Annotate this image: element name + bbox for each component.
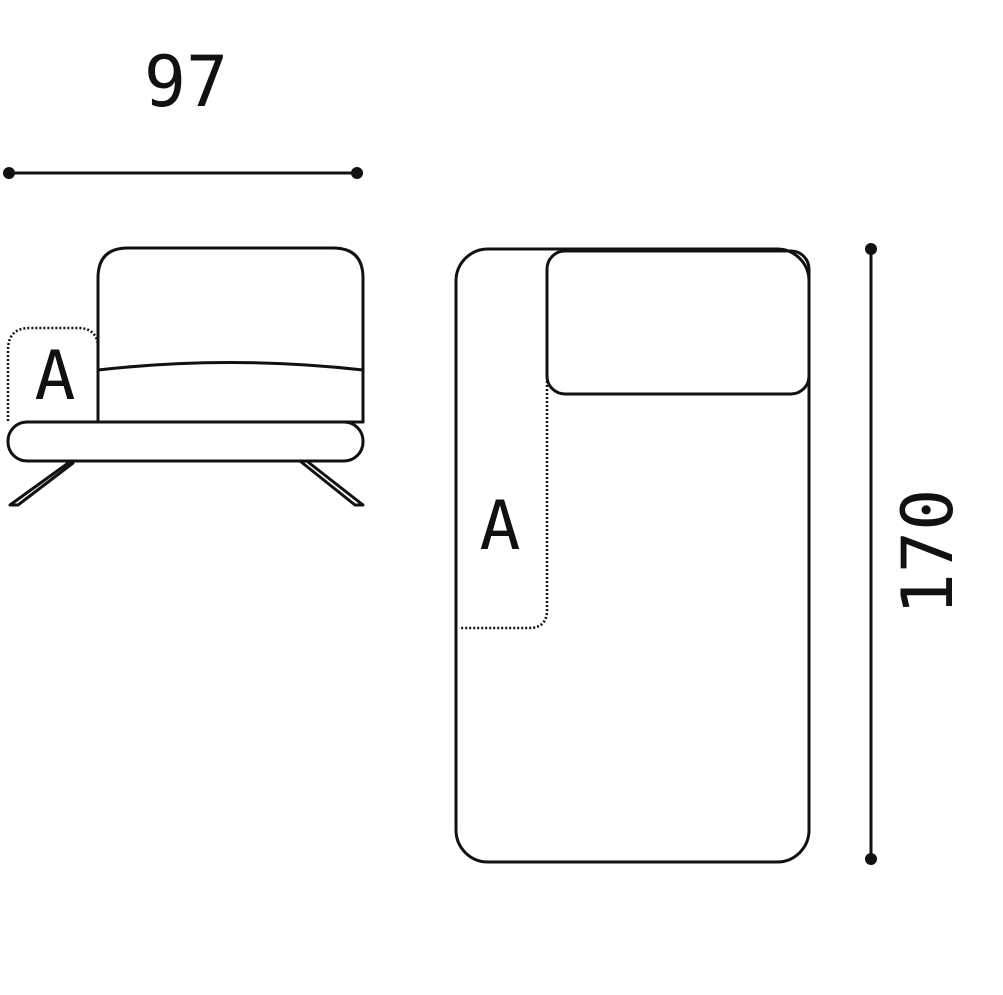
width-dimension-end-dot xyxy=(351,167,363,179)
top-view-optional-armrest xyxy=(459,381,549,630)
side-view: A xyxy=(6,246,365,507)
depth-dimension-start-dot xyxy=(865,243,877,255)
width-dimension-label: 97 xyxy=(144,41,228,123)
width-dimension-start-dot xyxy=(3,167,15,179)
side-view-seat-cushion xyxy=(96,361,365,372)
top-view-back-cushion xyxy=(545,249,811,396)
depth-dimension: 170 xyxy=(865,243,969,865)
side-view-backrest xyxy=(96,246,365,424)
top-view-armrest-label: A xyxy=(480,487,521,566)
depth-dimension-label: 170 xyxy=(887,489,969,615)
depth-dimension-end-dot xyxy=(865,853,877,865)
side-view-armrest-label: A xyxy=(35,337,76,416)
width-dimension: 97 xyxy=(3,41,363,179)
side-view-base xyxy=(6,420,365,463)
top-view: A xyxy=(454,247,811,864)
side-view-optional-armrest xyxy=(6,326,100,421)
side-view-right-leg xyxy=(298,459,365,507)
top-view-outline xyxy=(454,247,811,864)
side-view-left-leg xyxy=(8,459,75,507)
